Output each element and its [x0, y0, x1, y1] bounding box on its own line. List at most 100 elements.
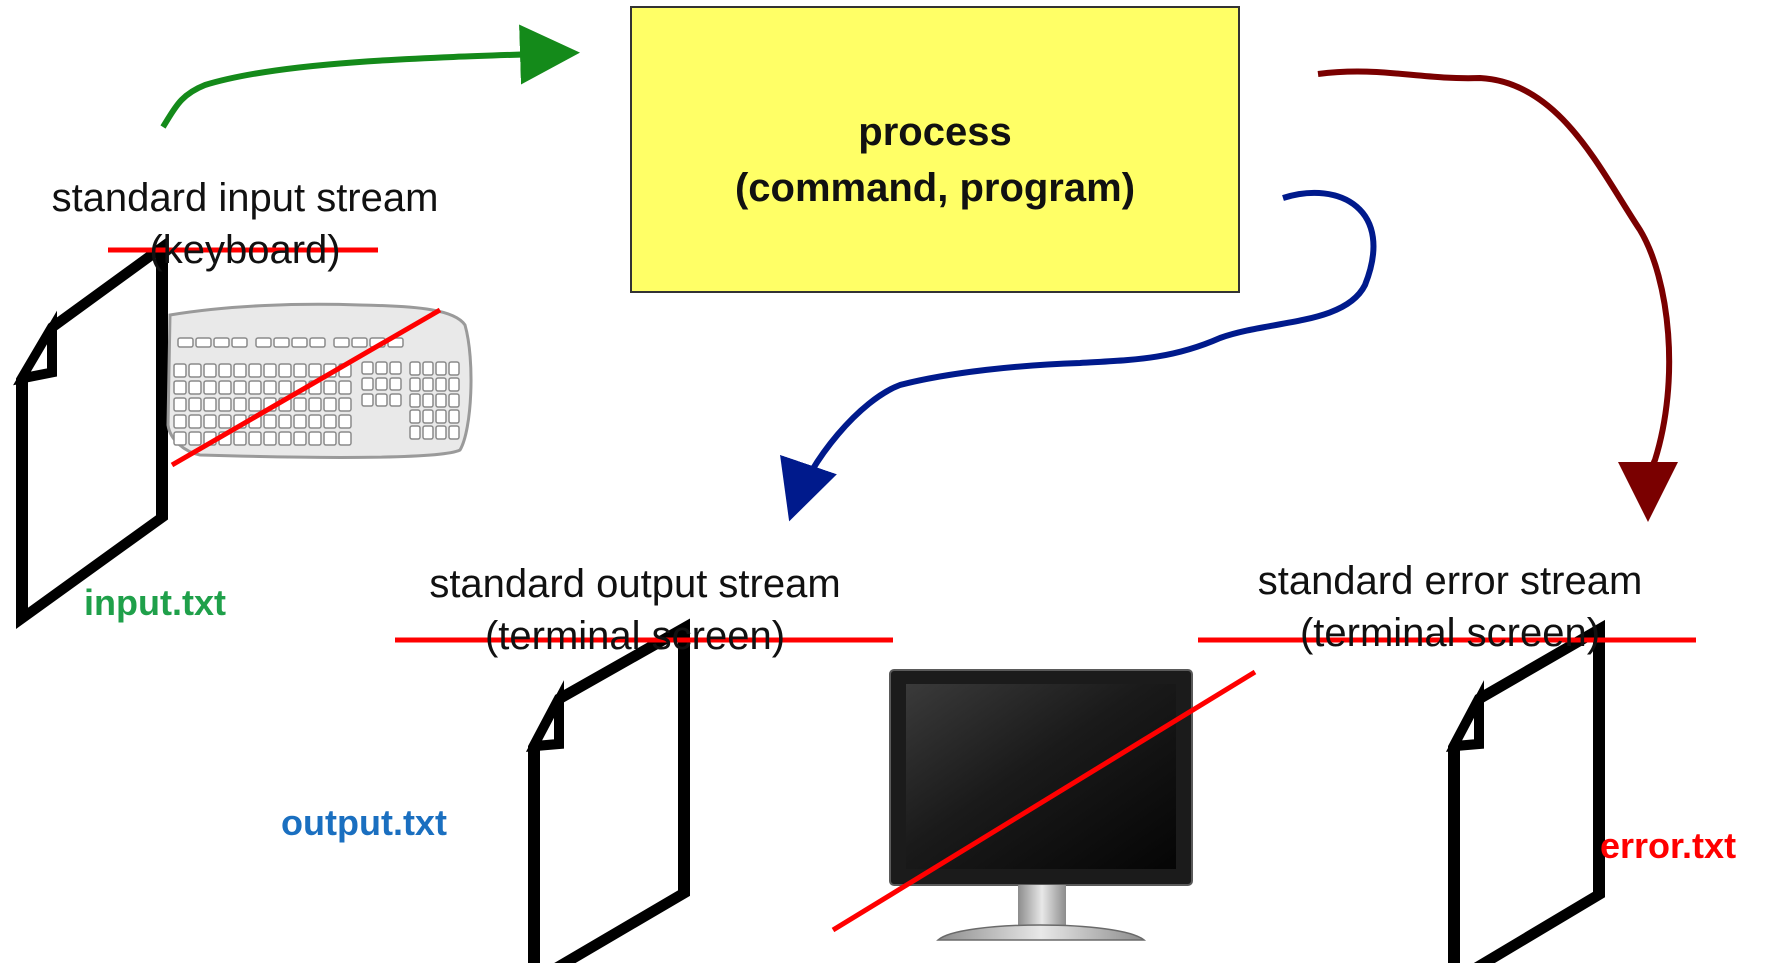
keyboard-key	[435, 425, 447, 440]
keyboard-key	[195, 337, 212, 348]
keyboard-key	[203, 414, 217, 429]
monitor-icon	[889, 669, 1193, 941]
keyboard-key	[188, 363, 202, 378]
output-stream-device: (terminal screen)	[484, 614, 786, 658]
keyboard-key	[218, 380, 232, 395]
keyboard-key	[435, 393, 447, 408]
output-stream-name: standard output stream	[429, 562, 841, 606]
keyboard-key	[173, 380, 187, 395]
keyboard-key	[173, 431, 187, 446]
keyboard-key	[361, 393, 374, 407]
keyboard-key	[233, 431, 247, 446]
keyboard-key	[409, 425, 421, 440]
keyboard-key	[203, 380, 217, 395]
keyboard-key	[218, 414, 232, 429]
keyboard-key	[389, 377, 402, 391]
keyboard-key	[278, 380, 292, 395]
process-box: process (command, program)	[630, 6, 1240, 293]
keyboard-key	[422, 377, 434, 392]
keyboard-key	[203, 363, 217, 378]
keyboard-key	[375, 377, 388, 391]
keyboard-key	[188, 414, 202, 429]
keyboard-key	[375, 393, 388, 407]
keyboard-key	[291, 337, 308, 348]
keyboard-key	[375, 361, 388, 375]
input-arrow	[160, 24, 580, 129]
keyboard-key	[231, 337, 248, 348]
keyboard-key	[278, 414, 292, 429]
keyboard-key	[338, 414, 352, 429]
output-stream-label: standard output stream (terminal screen)	[395, 558, 875, 662]
keyboard-key	[361, 377, 374, 391]
error-stream-label: standard error stream (terminal screen)	[1210, 555, 1690, 659]
keyboard-key	[308, 414, 322, 429]
keyboard-key	[409, 393, 421, 408]
error-file-label: error.txt	[1600, 825, 1737, 866]
keyboard-key	[448, 425, 460, 440]
keyboard-key	[293, 397, 307, 412]
keyboard-key	[233, 397, 247, 412]
output-file-icon	[525, 618, 690, 963]
keyboard-key	[263, 414, 277, 429]
error-arrow	[1317, 68, 1678, 522]
keyboard-key	[273, 337, 290, 348]
keyboard-key	[278, 431, 292, 446]
keyboard-key	[409, 409, 421, 424]
keyboard-key	[448, 393, 460, 408]
keyboard-key	[233, 363, 247, 378]
keyboard-key	[173, 363, 187, 378]
keyboard-key	[233, 380, 247, 395]
error-stream-device: (terminal screen)	[1299, 611, 1601, 655]
process-subtitle: (command, program)	[734, 166, 1136, 210]
strike-monitor	[831, 669, 1257, 933]
keyboard-key	[422, 393, 434, 408]
output-arrow	[780, 189, 1377, 522]
keyboard-key	[435, 377, 447, 392]
keyboard-key	[338, 380, 352, 395]
keyboard-key	[218, 397, 232, 412]
error-stream-name: standard error stream	[1257, 559, 1643, 603]
keyboard-key	[248, 397, 262, 412]
keyboard-key	[308, 363, 322, 378]
keyboard-key	[323, 380, 337, 395]
input-file-icon	[13, 236, 168, 630]
keyboard-key	[263, 380, 277, 395]
keyboard-key	[308, 431, 322, 446]
keyboard-key	[218, 363, 232, 378]
process-text: process (command, program)	[632, 104, 1238, 216]
keyboard-key	[278, 363, 292, 378]
input-stream-name: standard input stream	[51, 176, 439, 220]
keyboard-key	[338, 431, 352, 446]
keyboard-key	[263, 431, 277, 446]
keyboard-key	[248, 363, 262, 378]
keyboard-key	[422, 361, 434, 376]
keyboard-key	[308, 397, 322, 412]
keyboard-key	[255, 337, 272, 348]
process-title: process	[858, 110, 1012, 154]
keyboard-key	[188, 431, 202, 446]
keyboard-key	[333, 337, 350, 348]
keyboard-key	[188, 380, 202, 395]
keyboard-key	[351, 337, 368, 348]
keyboard-key	[389, 393, 402, 407]
keyboard-key	[435, 409, 447, 424]
keyboard-key	[448, 409, 460, 424]
strike-keyboard-icon	[170, 307, 442, 468]
keyboard-key	[188, 397, 202, 412]
output-file-label: output.txt	[281, 802, 447, 843]
keyboard-key	[323, 397, 337, 412]
keyboard-key	[338, 397, 352, 412]
keyboard-key	[309, 337, 326, 348]
keyboard-key	[248, 380, 262, 395]
keyboard-key	[213, 337, 230, 348]
keyboard-key	[409, 377, 421, 392]
keyboard-key	[173, 397, 187, 412]
keyboard-key	[435, 361, 447, 376]
keyboard-key	[361, 361, 374, 375]
keyboard-key	[293, 431, 307, 446]
input-file-label: input.txt	[84, 582, 226, 623]
keyboard-key	[389, 361, 402, 375]
keyboard-key	[203, 397, 217, 412]
keyboard-key	[293, 363, 307, 378]
